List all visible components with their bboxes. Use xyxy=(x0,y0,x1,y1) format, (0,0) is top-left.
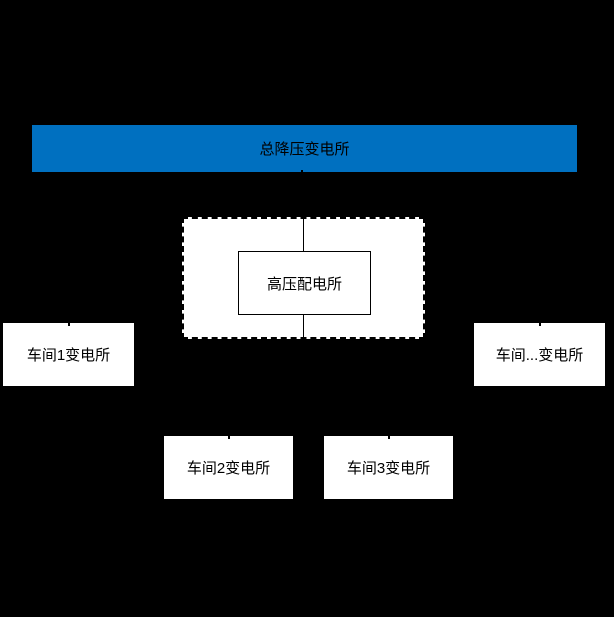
main-substation-bar: 总降压变电所 xyxy=(32,125,577,172)
workshop-2-substation-box: 车间2变电所 xyxy=(163,435,294,500)
connector-main-stub xyxy=(301,170,303,217)
workshop-1-substation-label: 车间1变电所 xyxy=(26,347,111,364)
workshop-2-substation-label: 车间2变电所 xyxy=(186,460,271,477)
connector-stub xyxy=(67,322,70,326)
hv-distribution-label: 高压配电所 xyxy=(266,275,342,293)
connector-stub xyxy=(387,435,390,439)
workshop-ellipsis-substation-label: 车间...变电所 xyxy=(495,347,584,364)
workshop-3-substation-label: 车间3变电所 xyxy=(346,460,431,477)
workshop-ellipsis-substation-box: 车间...变电所 xyxy=(473,322,606,387)
connector-stub xyxy=(227,435,230,439)
hv-distribution-box: 高压配电所 xyxy=(238,251,371,315)
workshop-1-substation-box: 车间1变电所 xyxy=(2,322,135,387)
connector-stub xyxy=(538,322,541,326)
hv-distribution-enclosure: 高压配电所 xyxy=(182,217,425,339)
main-substation-label: 总降压变电所 xyxy=(259,141,350,158)
workshop-3-substation-box: 车间3变电所 xyxy=(323,435,454,500)
